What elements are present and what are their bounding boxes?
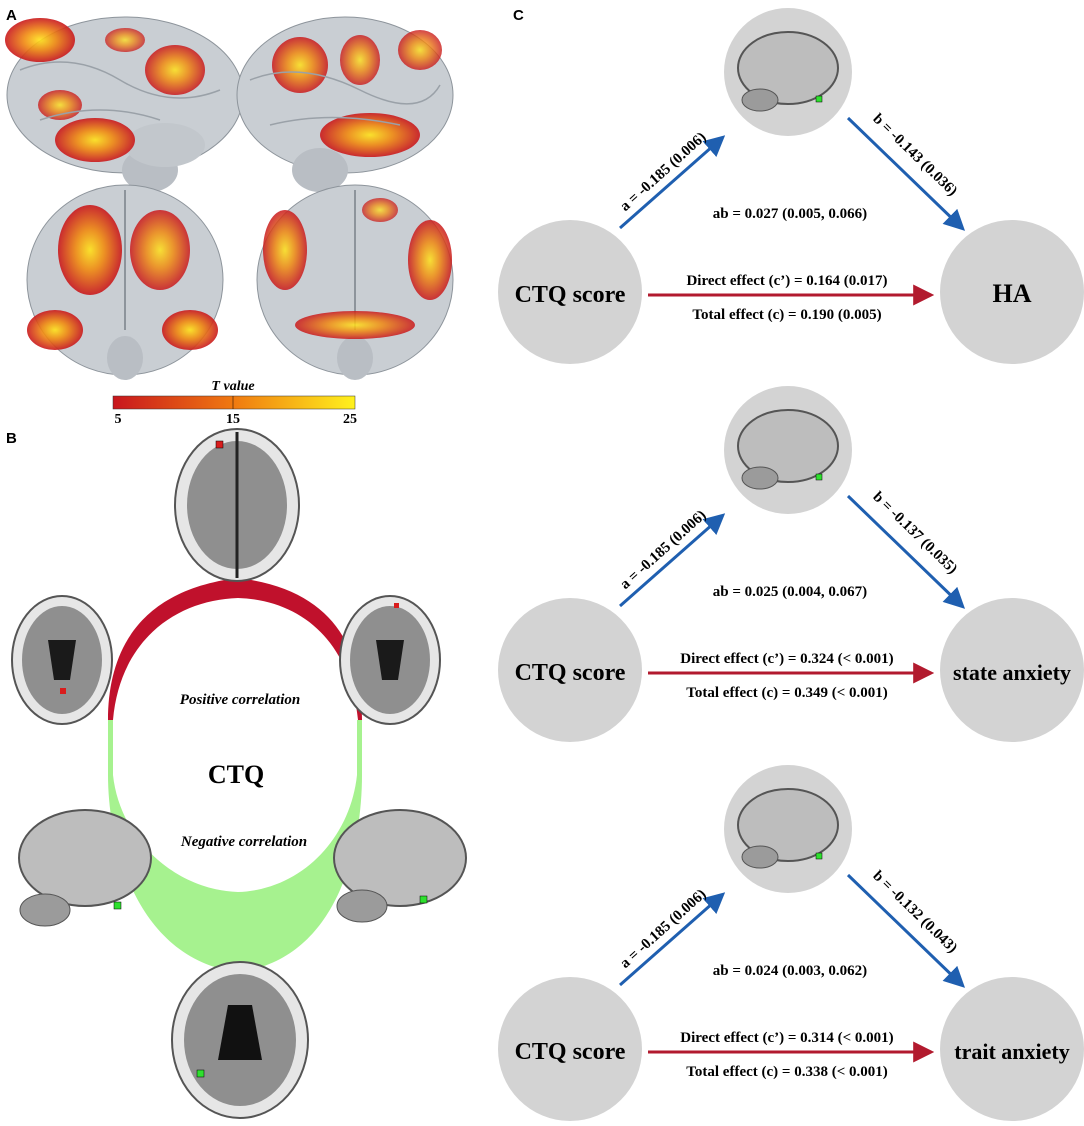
colorbar-tick-min: 5 [115,412,122,427]
path-b-arrow [846,494,966,609]
path-a-arrow [619,892,726,987]
path-a-label: a = -0.185 (0.006) [617,886,709,971]
path-b-label: b = -0.143 (0.036) [869,111,960,199]
direct-effect-label: Direct effect (c’) = 0.164 (0.017) [686,273,887,289]
predictor-label: CTQ score [515,1039,626,1065]
predictor-node [498,220,642,364]
outcome-label: trait anxiety [954,1039,1069,1064]
brain-posterior [26,184,224,380]
negative-correlation-band [108,775,362,972]
slice-axial-left [11,595,113,725]
correlation-ring: Positive correlation CTQ Negative correl… [108,578,362,972]
brain-anterior [256,184,454,380]
path-a-label: a = -0.185 (0.006) [617,129,709,214]
panel-c-label: C [513,7,524,24]
mediation-model-2: CTQ score state anxiety a = -0.185 (0.006)… [498,386,1084,742]
predictor-node [498,598,642,742]
colorbar-title: T value [211,379,254,394]
colorbar-tick-mid: 15 [226,412,240,427]
mediation-models: CTQ score HA a = -0.185 (0.006) b = -0.143 … [498,8,1084,1121]
total-effect-label: Total effect (c) = 0.338 (< 0.001) [686,1064,887,1080]
outcome-node [940,598,1084,742]
mediator-brain-icon [737,788,839,869]
indirect-effect-label: ab = 0.027 (0.005, 0.066) [713,206,867,222]
indirect-effect-label: ab = 0.025 (0.004, 0.067) [713,584,867,600]
total-effect-label: Total effect (c) = 0.349 (< 0.001) [686,685,887,701]
predictor-label: CTQ score [515,660,626,686]
colorbar-tick-max: 25 [343,412,357,427]
direct-effect-label: Direct effect (c’) = 0.324 (< 0.001) [680,651,893,667]
outcome-label: HA [993,279,1032,308]
predictor-label: CTQ score [515,282,626,308]
path-b-arrow [846,116,966,231]
slice-sagittal-left [18,809,152,927]
positive-correlation-label: Positive correlation [180,692,300,708]
positive-correlation-band [108,578,362,720]
slice-axial-bottom [171,961,309,1119]
path-b-arrow [846,873,966,988]
direct-effect-label: Direct effect (c’) = 0.314 (< 0.001) [680,1030,893,1046]
path-b-label: b = -0.137 (0.035) [869,489,960,577]
mediation-model-1: CTQ score HA a = -0.185 (0.006) b = -0.143 … [498,8,1084,364]
brain-lateral-right [236,16,454,192]
brain-lateral-left [5,16,244,192]
total-effect-label: Total effect (c) = 0.190 (0.005) [692,307,881,323]
mediator-brain-icon [737,409,839,490]
path-a-arrow [619,135,726,230]
outcome-node [940,977,1084,1121]
predictor-node [498,977,642,1121]
outcome-node [940,220,1084,364]
path-a-arrow [619,513,726,608]
colorbar: T value 5 15 25 [112,379,357,427]
outcome-label: state anxiety [953,660,1071,685]
mediation-model-3: CTQ score trait anxiety a = -0.185 (0.006)… [498,765,1084,1121]
slice-sagittal-right [333,809,467,923]
indirect-effect-label: ab = 0.024 (0.003, 0.062) [713,963,867,979]
mediator-brain-icon [737,31,839,112]
slice-axial-right [339,595,441,725]
panel-a-label: A [6,7,17,24]
path-b-label: b = -0.132 (0.043) [869,868,960,956]
path-a-label: a = -0.185 (0.006) [617,507,709,592]
negative-correlation-label: Negative correlation [180,834,307,850]
slice-axial-top [174,428,300,582]
panel-b-label: B [6,430,17,447]
ctq-center-label: CTQ [208,760,264,789]
